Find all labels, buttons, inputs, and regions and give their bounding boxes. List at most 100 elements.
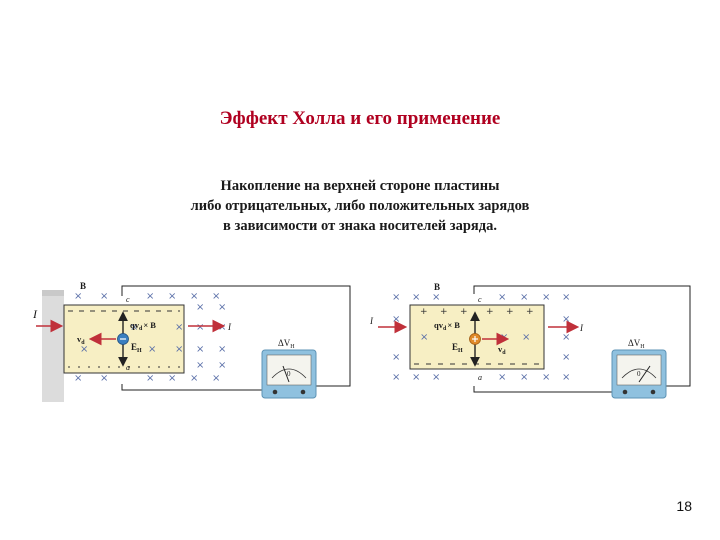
svg-text:×: × — [175, 344, 183, 355]
svg-text:×: × — [412, 292, 420, 303]
svg-text:+: + — [526, 307, 534, 317]
svg-text:×: × — [392, 292, 400, 303]
svg-text:×: × — [420, 332, 428, 343]
left-corner-bottom: a — [126, 363, 130, 372]
right-meter-face — [616, 354, 662, 386]
svg-text:×: × — [196, 322, 204, 333]
svg-text:×: × — [562, 314, 570, 325]
left-velocity-label: vd — [77, 334, 85, 346]
right-current-out-label: I — [579, 323, 584, 333]
right-meter-label: ΔVH — [628, 338, 645, 350]
page-number: 18 — [676, 498, 692, 514]
svg-text:×: × — [542, 372, 550, 383]
svg-text:×: × — [168, 291, 176, 302]
left-hall-field-label: EH — [131, 342, 142, 354]
svg-text:×: × — [562, 372, 570, 383]
svg-text:×: × — [432, 292, 440, 303]
left-current-out-label: I — [227, 322, 232, 332]
left-lead-bar — [42, 290, 64, 402]
subtitle-line-2: либо отрицательных, либо положительных з… — [190, 198, 530, 214]
right-meter-terminal-left — [622, 389, 628, 395]
left-force-label: qvd× B — [130, 320, 156, 332]
svg-text:×: × — [146, 373, 154, 384]
svg-text:×: × — [562, 352, 570, 363]
svg-text:×: × — [74, 291, 82, 302]
slide-title: Эффект Холла и его применение — [219, 108, 501, 129]
svg-text:+: + — [486, 307, 494, 317]
left-corner-top: c — [126, 295, 130, 304]
svg-text:×: × — [218, 302, 226, 313]
svg-text:×: × — [80, 344, 88, 355]
svg-text:×: × — [498, 372, 506, 383]
svg-text:×: × — [100, 291, 108, 302]
svg-text:×: × — [412, 372, 420, 383]
left-meter-face — [266, 354, 312, 386]
right-corner-bottom: a — [478, 373, 482, 382]
svg-text:×: × — [218, 322, 226, 333]
right-meter-zero: 0 — [637, 370, 641, 378]
svg-text:×: × — [74, 373, 82, 384]
right-circuit-wire — [473, 285, 691, 387]
left-diagram: ×××××× ××× ××××× ×××××× ××××× B c a I I … — [32, 281, 351, 402]
right-corner-top: c — [478, 295, 482, 304]
right-b-field-crosses: ××××××× ×× ×××× ×× ××××××× — [392, 292, 570, 383]
svg-text:×: × — [196, 302, 204, 313]
svg-text:×: × — [146, 291, 154, 302]
right-top-charges: + + + + + + — [420, 307, 534, 317]
svg-text:×: × — [498, 292, 506, 303]
slide-subtitle: Накопление на верхней стороне пластины л… — [120, 176, 600, 236]
svg-text:×: × — [218, 344, 226, 355]
svg-text:×: × — [562, 292, 570, 303]
svg-text:+: + — [460, 307, 468, 317]
svg-text:×: × — [168, 373, 176, 384]
right-circuit-wire-bottom — [473, 386, 612, 393]
svg-text:×: × — [392, 372, 400, 383]
right-velocity-label: vd — [498, 344, 506, 356]
svg-text:×: × — [196, 344, 204, 355]
svg-text:×: × — [190, 373, 198, 384]
svg-text:+: + — [440, 307, 448, 317]
svg-text:×: × — [148, 344, 156, 355]
svg-text:×: × — [432, 372, 440, 383]
left-meter-needle — [282, 365, 290, 383]
svg-text:×: × — [212, 373, 220, 384]
svg-text:×: × — [212, 291, 220, 302]
left-b-label: B — [80, 281, 86, 291]
svg-text:+: + — [506, 307, 514, 317]
svg-text:×: × — [562, 332, 570, 343]
right-current-label: I — [369, 316, 374, 326]
right-b-label: B — [434, 282, 440, 292]
subtitle-line-1: Накопление на верхней стороне пластины — [220, 178, 500, 194]
svg-text:×: × — [100, 373, 108, 384]
right-voltmeter: 0 ΔVH — [611, 338, 667, 399]
left-lead-top — [42, 290, 64, 296]
svg-text:×: × — [520, 292, 528, 303]
left-meter-label: ΔVH — [278, 338, 295, 350]
svg-text:×: × — [542, 292, 550, 303]
svg-text:×: × — [175, 322, 183, 333]
left-circuit-wire — [121, 285, 351, 387]
right-meter-needle — [638, 365, 651, 383]
left-meter-terminal-right — [300, 389, 306, 395]
left-meter-zero: 0 — [287, 370, 291, 378]
left-b-field-crosses: ×××××× ××× ××××× ×××××× ××××× — [74, 291, 226, 384]
left-current-label: I — [32, 307, 38, 321]
svg-text:+: + — [420, 307, 428, 317]
right-diagram: ++++++ ××××××× ×× ×××× ×× ××××××× B c a … — [369, 282, 691, 399]
svg-text:×: × — [522, 332, 530, 343]
right-meter-terminal-right — [650, 389, 656, 395]
right-hall-field-label: EH — [452, 342, 463, 354]
left-meter-terminal-left — [272, 389, 278, 395]
left-circuit-wire-bottom — [121, 384, 262, 391]
subtitle-line-3: в зависимости от знака носителей заряда. — [223, 218, 497, 234]
right-meter-scale — [621, 368, 657, 379]
left-meter-scale — [271, 368, 307, 379]
svg-text:×: × — [130, 322, 138, 333]
left-voltmeter: 0 ΔVH — [261, 338, 317, 399]
svg-text:×: × — [218, 360, 226, 371]
svg-text:×: × — [520, 372, 528, 383]
svg-text:×: × — [190, 291, 198, 302]
svg-text:×: × — [196, 360, 204, 371]
right-force-label: qvd× B — [434, 320, 460, 332]
